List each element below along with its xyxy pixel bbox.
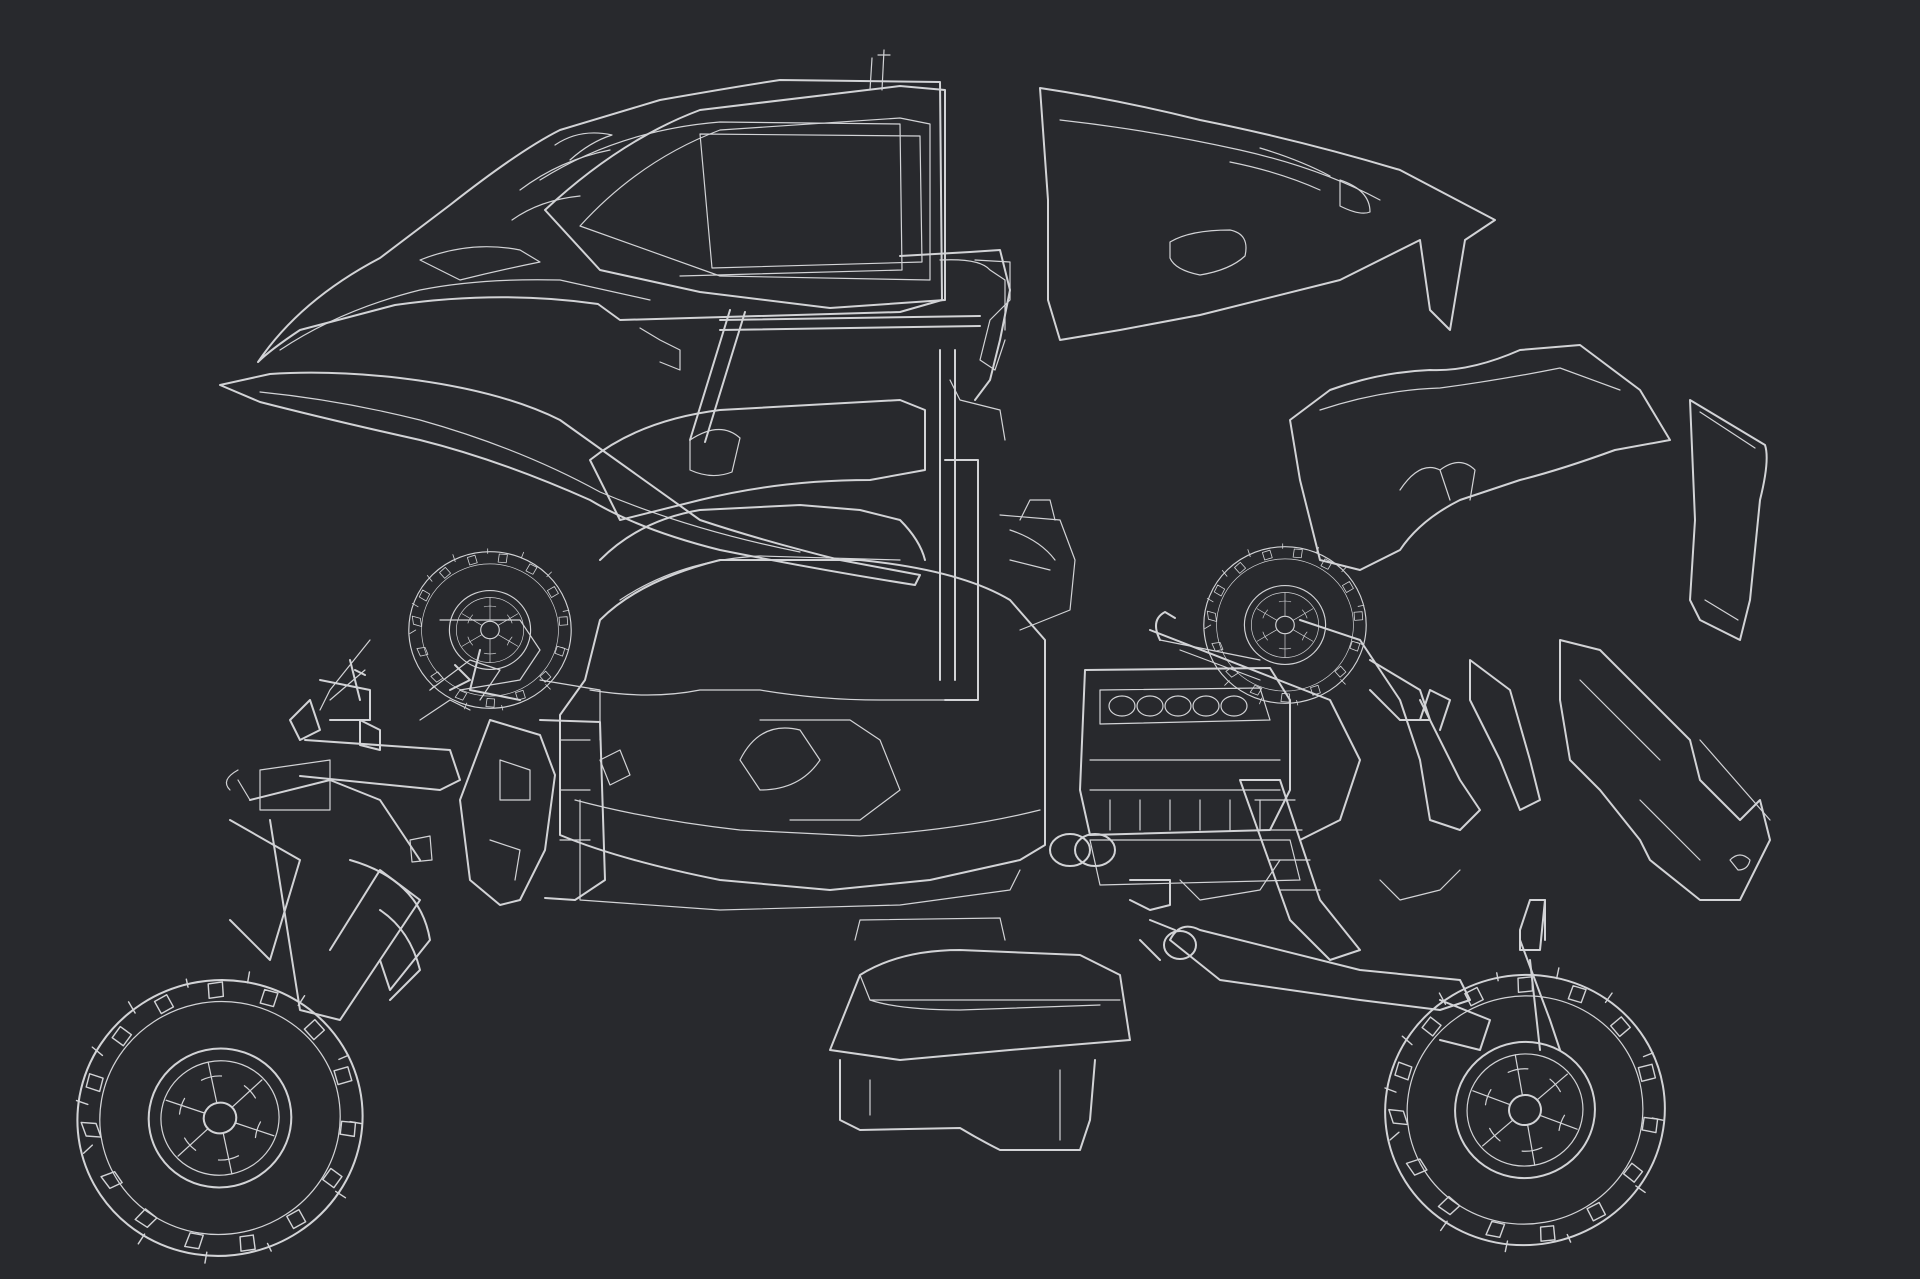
front-fender-panel — [219, 371, 921, 586]
rear-suspension-assembly — [1129, 611, 1561, 1051]
rear-bumper-bracket — [1559, 639, 1771, 901]
front-linkage-parts — [319, 639, 601, 741]
rollcage-frame — [689, 249, 1011, 701]
engine-block — [1049, 667, 1301, 901]
rear-fender-panel — [1289, 344, 1671, 571]
seat-base — [829, 917, 1131, 1151]
front-suspension-assembly — [225, 619, 606, 1021]
cockpit-tub — [559, 399, 1076, 911]
rear-side-panel — [1689, 399, 1768, 641]
rear-engine-cover — [1039, 87, 1496, 341]
windshield-canopy — [544, 49, 946, 309]
